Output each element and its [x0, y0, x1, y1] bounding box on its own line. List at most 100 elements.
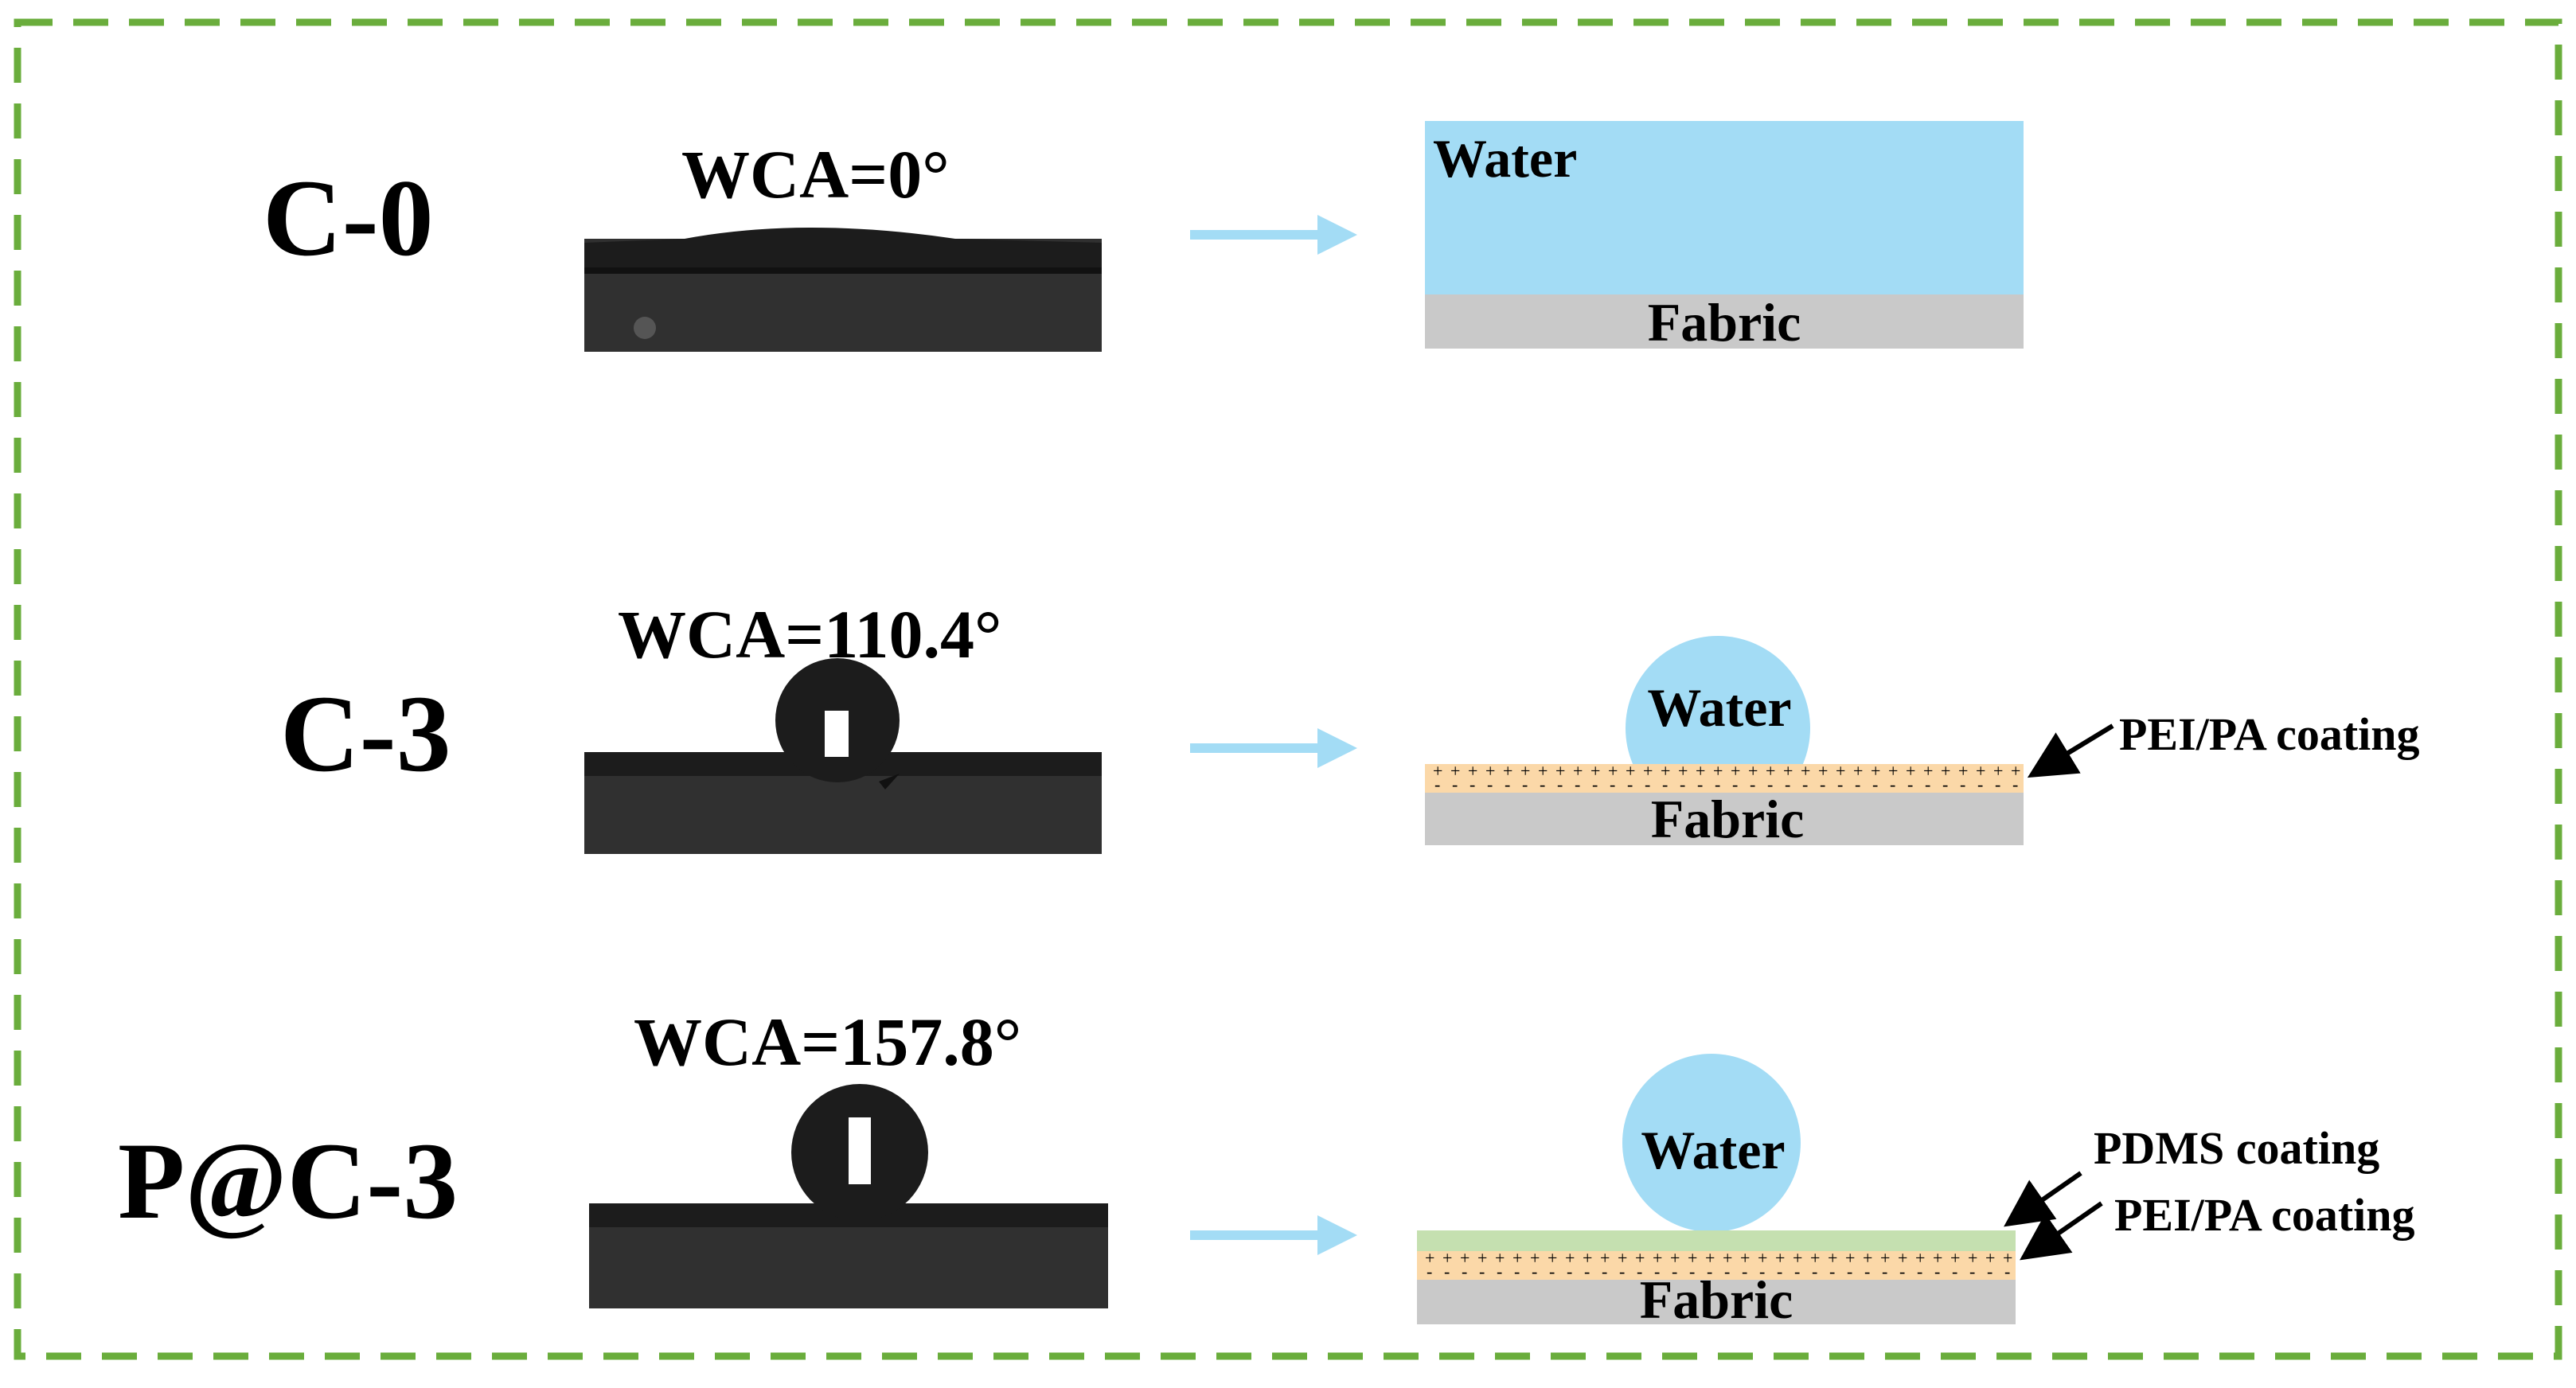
charge-plus: + — [1468, 761, 1477, 781]
droplet-shadow — [879, 774, 900, 790]
photo-substrate-line — [584, 267, 1102, 274]
charge-plus: + — [1450, 761, 1460, 781]
charge-minus: - — [1759, 1261, 1765, 1281]
charge-minus: - — [1567, 1261, 1572, 1281]
charge-minus: - — [1960, 774, 1965, 794]
water-droplet — [1622, 1054, 1801, 1232]
charge-plus: + — [1643, 761, 1653, 781]
charge-minus: - — [1812, 1261, 1817, 1281]
coating-label-pei-pa: PEI/PA coating — [2114, 1189, 2415, 1241]
spread-water-film — [584, 228, 1102, 269]
charge-minus: - — [1637, 1261, 1642, 1281]
charge-minus: - — [1627, 774, 1633, 794]
contact-angle-photo-c-0 — [584, 228, 1102, 352]
charge-minus: - — [1882, 1261, 1887, 1281]
charge-minus: - — [2004, 1261, 2010, 1281]
charge-plus: + — [1670, 1248, 1680, 1268]
row-c-3: C-3 WCA=110.4° +-+-+-+-+-+-+-+-+-+-+-+-+… — [280, 596, 2420, 854]
charge-minus: - — [1697, 774, 1703, 794]
fabric-layer — [1417, 1280, 2016, 1324]
charge-minus: - — [1794, 1261, 1800, 1281]
charge-plus: + — [1653, 1248, 1662, 1268]
charge-minus: - — [1724, 1261, 1730, 1281]
charge-plus: + — [1731, 761, 1740, 781]
charge-minus: - — [1540, 774, 1545, 794]
charge-plus: + — [1766, 761, 1775, 781]
fabric-label: Fabric — [1640, 1269, 1793, 1330]
charge-minus: - — [1855, 774, 1860, 794]
charge-plus: + — [1915, 1248, 1925, 1268]
charge-plus: + — [1565, 1248, 1575, 1268]
charge-minus: - — [1925, 774, 1930, 794]
charge-plus: + — [1635, 1248, 1645, 1268]
charge-minus: - — [1427, 1261, 1432, 1281]
sample-label-c-3: C-3 — [280, 673, 451, 794]
charge-minus: - — [1689, 1261, 1695, 1281]
droplet-highlight — [849, 1117, 871, 1184]
water-layer — [1425, 121, 2024, 294]
charge-minus: - — [1829, 1261, 1835, 1281]
water-label: Water — [1433, 128, 1577, 189]
charge-plus: + — [1923, 761, 1933, 781]
charge-minus: - — [1987, 1261, 1992, 1281]
charge-minus: - — [1917, 1261, 1922, 1281]
charge-minus: - — [1785, 774, 1790, 794]
arrow-c-0 — [1190, 215, 1357, 255]
charge-plus: + — [1880, 1248, 1890, 1268]
charge-minus: - — [1750, 774, 1755, 794]
charge-plus: + — [1993, 761, 2003, 781]
charge-minus: - — [1767, 774, 1773, 794]
pdms-layer — [1417, 1230, 2016, 1251]
charge-plus: + — [1985, 1248, 1995, 1268]
charge-minus: - — [1592, 774, 1598, 794]
charge-minus: - — [1715, 774, 1720, 794]
coating-label-pei-pa: PEI/PA coating — [2119, 708, 2420, 760]
charge-minus: - — [1837, 774, 1843, 794]
charge-minus: - — [1820, 774, 1825, 794]
charge-plus: + — [1836, 761, 1845, 781]
charge-minus: - — [1969, 1261, 1975, 1281]
charge-minus: - — [1907, 774, 1913, 794]
charge-minus: - — [2012, 774, 2018, 794]
charge-plus: + — [1740, 1248, 1750, 1268]
charge-plus: + — [1485, 761, 1495, 781]
charge-plus: + — [1688, 1248, 1697, 1268]
charge-minus: - — [1872, 774, 1878, 794]
photo-artifact — [634, 317, 656, 339]
charge-plus: + — [1678, 761, 1688, 781]
charge-plus: + — [1530, 1248, 1540, 1268]
charge-minus: - — [1462, 1261, 1467, 1281]
charge-plus: + — [1898, 1248, 1907, 1268]
contact-angle-photo-p-c-3 — [589, 1084, 1108, 1308]
dashed-frame — [14, 18, 2562, 1360]
charge-plus: + — [1818, 761, 1828, 781]
charge-minus: - — [1995, 774, 2000, 794]
charge-plus: + — [1555, 761, 1565, 781]
contact-angle-photo-c-3 — [584, 658, 1102, 854]
charge-plus: + — [1495, 1248, 1505, 1268]
charge-minus: - — [1619, 1261, 1625, 1281]
charge-plus: + — [1941, 761, 1950, 781]
charge-plus: + — [1801, 761, 1810, 781]
charge-minus: - — [1602, 1261, 1607, 1281]
coating-pointer — [2027, 723, 2114, 778]
charge-plus: + — [1775, 1248, 1785, 1268]
charge-plus: + — [1950, 1248, 1960, 1268]
charge-plus: + — [1968, 1248, 1977, 1268]
charge-minus: - — [1680, 774, 1685, 794]
charge-plus: + — [1590, 761, 1600, 781]
charge-minus: - — [1469, 774, 1475, 794]
charge-plus: + — [1503, 761, 1512, 781]
charge-plus: + — [1433, 761, 1442, 781]
charge-minus: - — [1952, 1261, 1957, 1281]
charge-plus: + — [1863, 1248, 1872, 1268]
charge-plus: + — [1442, 1248, 1452, 1268]
charge-minus: - — [1934, 1261, 1940, 1281]
coating-pointer-pei-pa — [2020, 1201, 2103, 1261]
charge-plus: + — [1958, 761, 1968, 781]
fabric-label: Fabric — [1651, 789, 1805, 849]
charge-minus: - — [1557, 774, 1563, 794]
pei-pa-layer — [1425, 764, 2024, 793]
charge-plus: + — [1723, 1248, 1732, 1268]
